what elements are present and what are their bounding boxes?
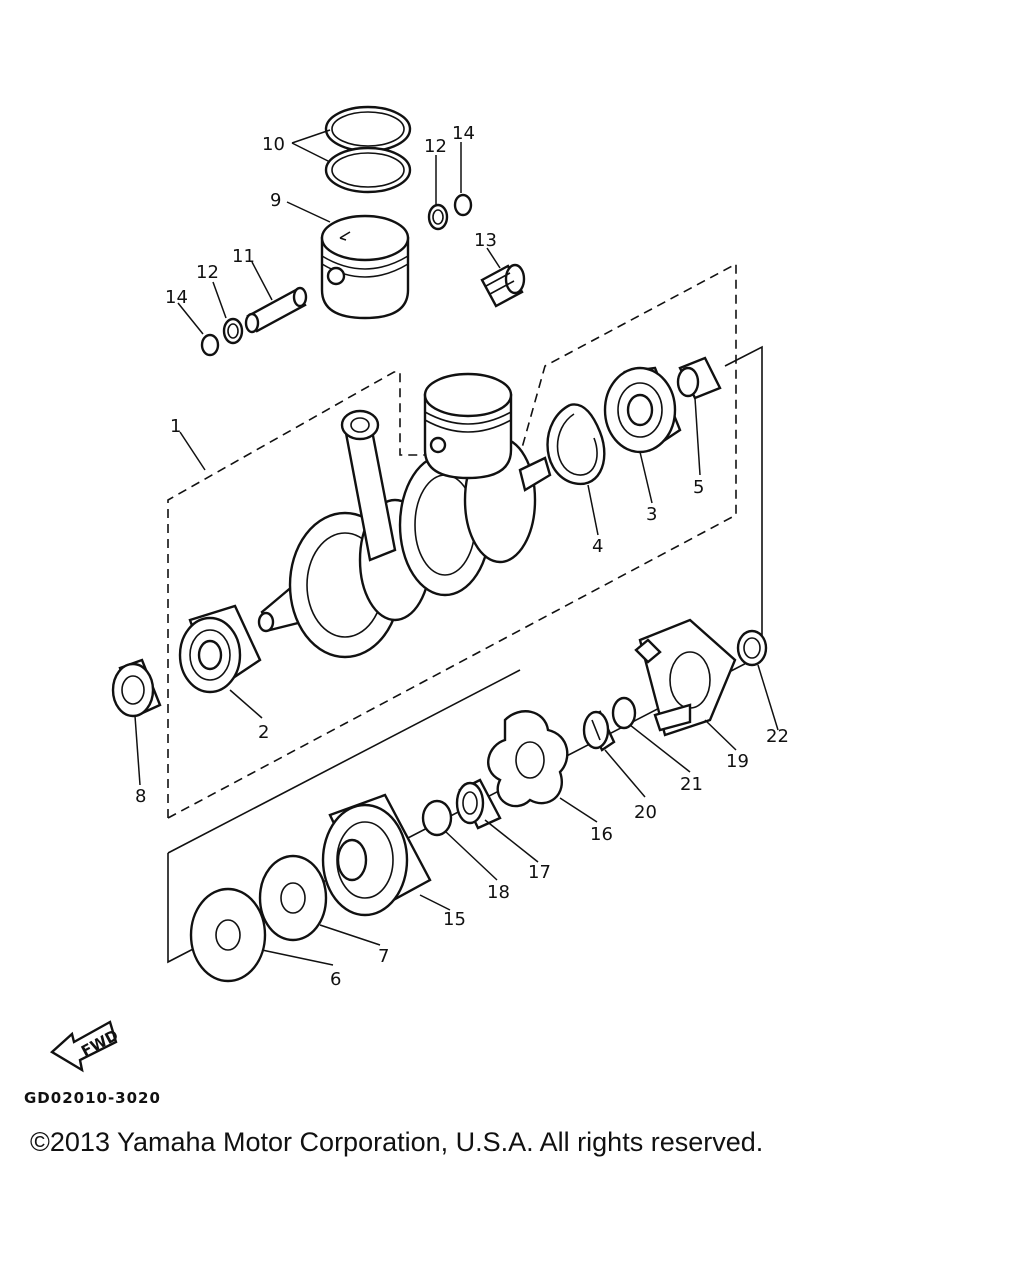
- callout-12-left: 12: [196, 262, 219, 283]
- coupling-nut: [455, 778, 502, 830]
- circlip: [546, 403, 606, 486]
- callout-2: 2: [258, 722, 269, 743]
- oil-seal: [111, 658, 162, 718]
- crankshaft-assembly-outline: [167, 262, 737, 819]
- coupling-left: [321, 793, 432, 917]
- o-ring-small: [611, 696, 637, 730]
- coupling-right: [634, 618, 737, 737]
- diagram-code: GD02010-3020: [24, 1089, 161, 1107]
- callout-16: 16: [590, 824, 613, 845]
- callout-22: 22: [766, 726, 789, 747]
- copyright-notice: ©2013 Yamaha Motor Corporation, U.S.A. A…: [30, 1127, 764, 1157]
- o-ring-large: [421, 799, 453, 837]
- callout-12-right: 12: [424, 136, 447, 157]
- callout-7: 7: [378, 946, 389, 967]
- callout-14-right: 14: [452, 123, 475, 144]
- callout-3: 3: [646, 504, 657, 525]
- callout-1: 1: [170, 416, 181, 437]
- fwd-arrow-icon: FWD: [49, 1020, 121, 1073]
- crankshaft: [257, 372, 552, 659]
- washer: [736, 629, 768, 667]
- callout-4: 4: [592, 536, 603, 557]
- pin-clips-left: [200, 317, 244, 357]
- callout-15: 15: [443, 909, 466, 930]
- callout-21: 21: [680, 774, 703, 795]
- plug: [582, 710, 616, 752]
- cover-plate: [189, 887, 267, 983]
- callout-6: 6: [330, 969, 341, 990]
- piston-pin: [244, 286, 308, 334]
- callout-numbers: 1 2 3 4 5 6 7 8 9 10 11 12 12 13 14 14 1…: [135, 123, 789, 990]
- spacer: [258, 854, 328, 942]
- callout-18: 18: [487, 882, 510, 903]
- callout-8: 8: [135, 786, 146, 807]
- callout-13: 13: [474, 230, 497, 251]
- callout-19: 19: [726, 751, 749, 772]
- main-bearing-left: [178, 604, 262, 694]
- callout-5: 5: [693, 477, 704, 498]
- piston-rings: [324, 105, 412, 194]
- pin-clips-right: [427, 193, 473, 231]
- callout-10: 10: [262, 134, 285, 155]
- callout-17: 17: [528, 862, 551, 883]
- needle-bearing: [480, 263, 526, 308]
- callout-9: 9: [270, 190, 281, 211]
- leader-lines: [134, 129, 779, 966]
- main-bearing-right: [603, 366, 682, 454]
- callout-11: 11: [232, 246, 255, 267]
- callout-20: 20: [634, 802, 657, 823]
- callout-14-left: 14: [165, 287, 188, 308]
- rubber-damper: [487, 710, 569, 808]
- piston: [320, 214, 410, 320]
- collar: [676, 356, 722, 400]
